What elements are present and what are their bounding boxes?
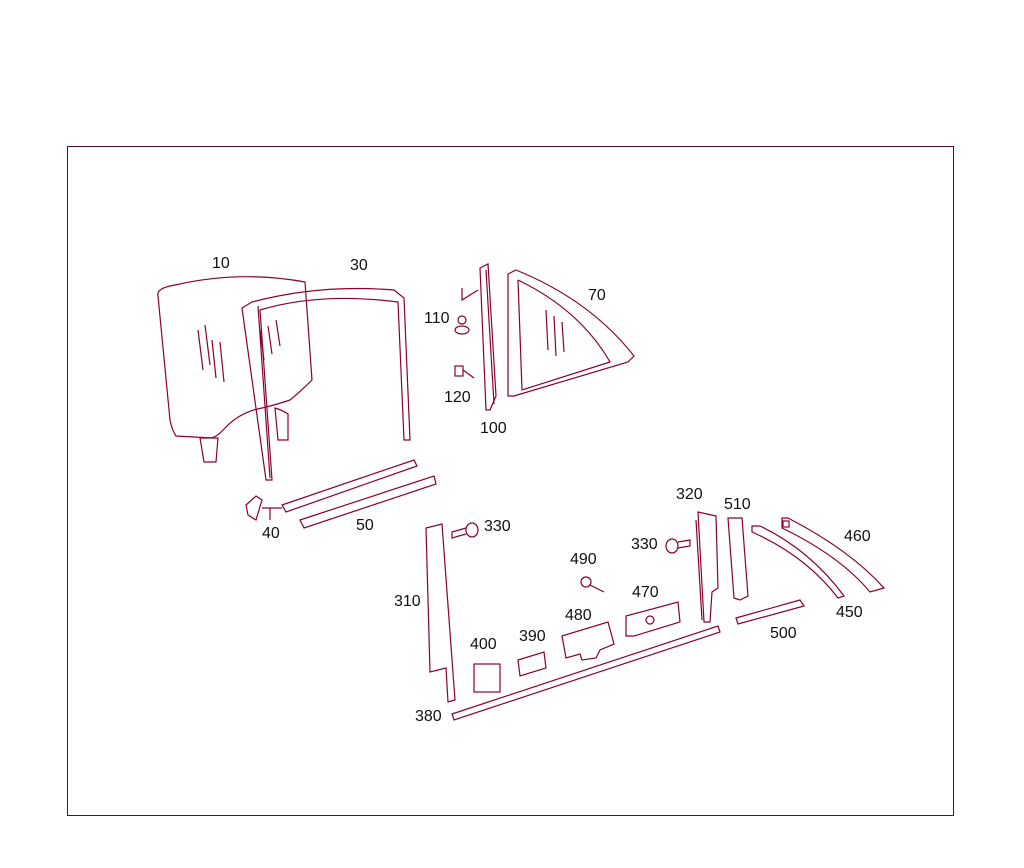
part-450-seal[interactable] xyxy=(751,525,845,599)
part-70-quarter-glass[interactable] xyxy=(507,269,635,397)
label-500: 500 xyxy=(770,625,797,642)
label-330a: 330 xyxy=(484,518,511,535)
part-100-rail[interactable] xyxy=(479,263,497,411)
part-30-frame[interactable] xyxy=(241,287,411,481)
part-330a-screw[interactable] xyxy=(451,522,479,539)
label-380: 380 xyxy=(415,708,442,725)
part-490-pin[interactable] xyxy=(580,576,605,593)
part-320-trim[interactable] xyxy=(695,511,719,623)
label-470: 470 xyxy=(632,584,659,601)
label-320: 320 xyxy=(676,486,703,503)
diagram-frame xyxy=(67,146,954,816)
part-460-seal[interactable] xyxy=(781,517,886,593)
label-400: 400 xyxy=(470,636,497,653)
label-10: 10 xyxy=(212,255,230,272)
part-40-clip[interactable] xyxy=(245,495,282,521)
label-450: 450 xyxy=(836,604,863,621)
label-490: 490 xyxy=(570,551,597,568)
label-30: 30 xyxy=(350,257,368,274)
label-70: 70 xyxy=(588,287,606,304)
part-380-strip[interactable] xyxy=(451,625,721,721)
part-390-clip[interactable] xyxy=(517,651,547,677)
label-40: 40 xyxy=(262,525,280,542)
part-400-clip[interactable] xyxy=(473,663,501,693)
part-480-bracket[interactable] xyxy=(561,621,615,661)
part-120-bolt[interactable] xyxy=(454,365,475,379)
part-310-trim[interactable] xyxy=(425,523,456,703)
part-510-cover[interactable] xyxy=(727,517,749,601)
part-110-screw[interactable] xyxy=(454,288,479,335)
label-480: 480 xyxy=(565,607,592,624)
part-470-bracket[interactable] xyxy=(625,601,681,637)
label-100: 100 xyxy=(480,420,507,437)
label-460: 460 xyxy=(844,528,871,545)
part-10-glass[interactable] xyxy=(157,276,313,463)
label-510: 510 xyxy=(724,496,751,513)
part-500-strip[interactable] xyxy=(735,599,805,625)
label-120: 120 xyxy=(444,389,471,406)
part-50-seal[interactable] xyxy=(281,459,437,529)
part-330b-screw[interactable] xyxy=(665,538,691,554)
label-310: 310 xyxy=(394,593,421,610)
label-330b: 330 xyxy=(631,536,658,553)
label-110: 110 xyxy=(424,310,450,327)
label-50: 50 xyxy=(356,517,374,534)
label-390: 390 xyxy=(519,628,546,645)
